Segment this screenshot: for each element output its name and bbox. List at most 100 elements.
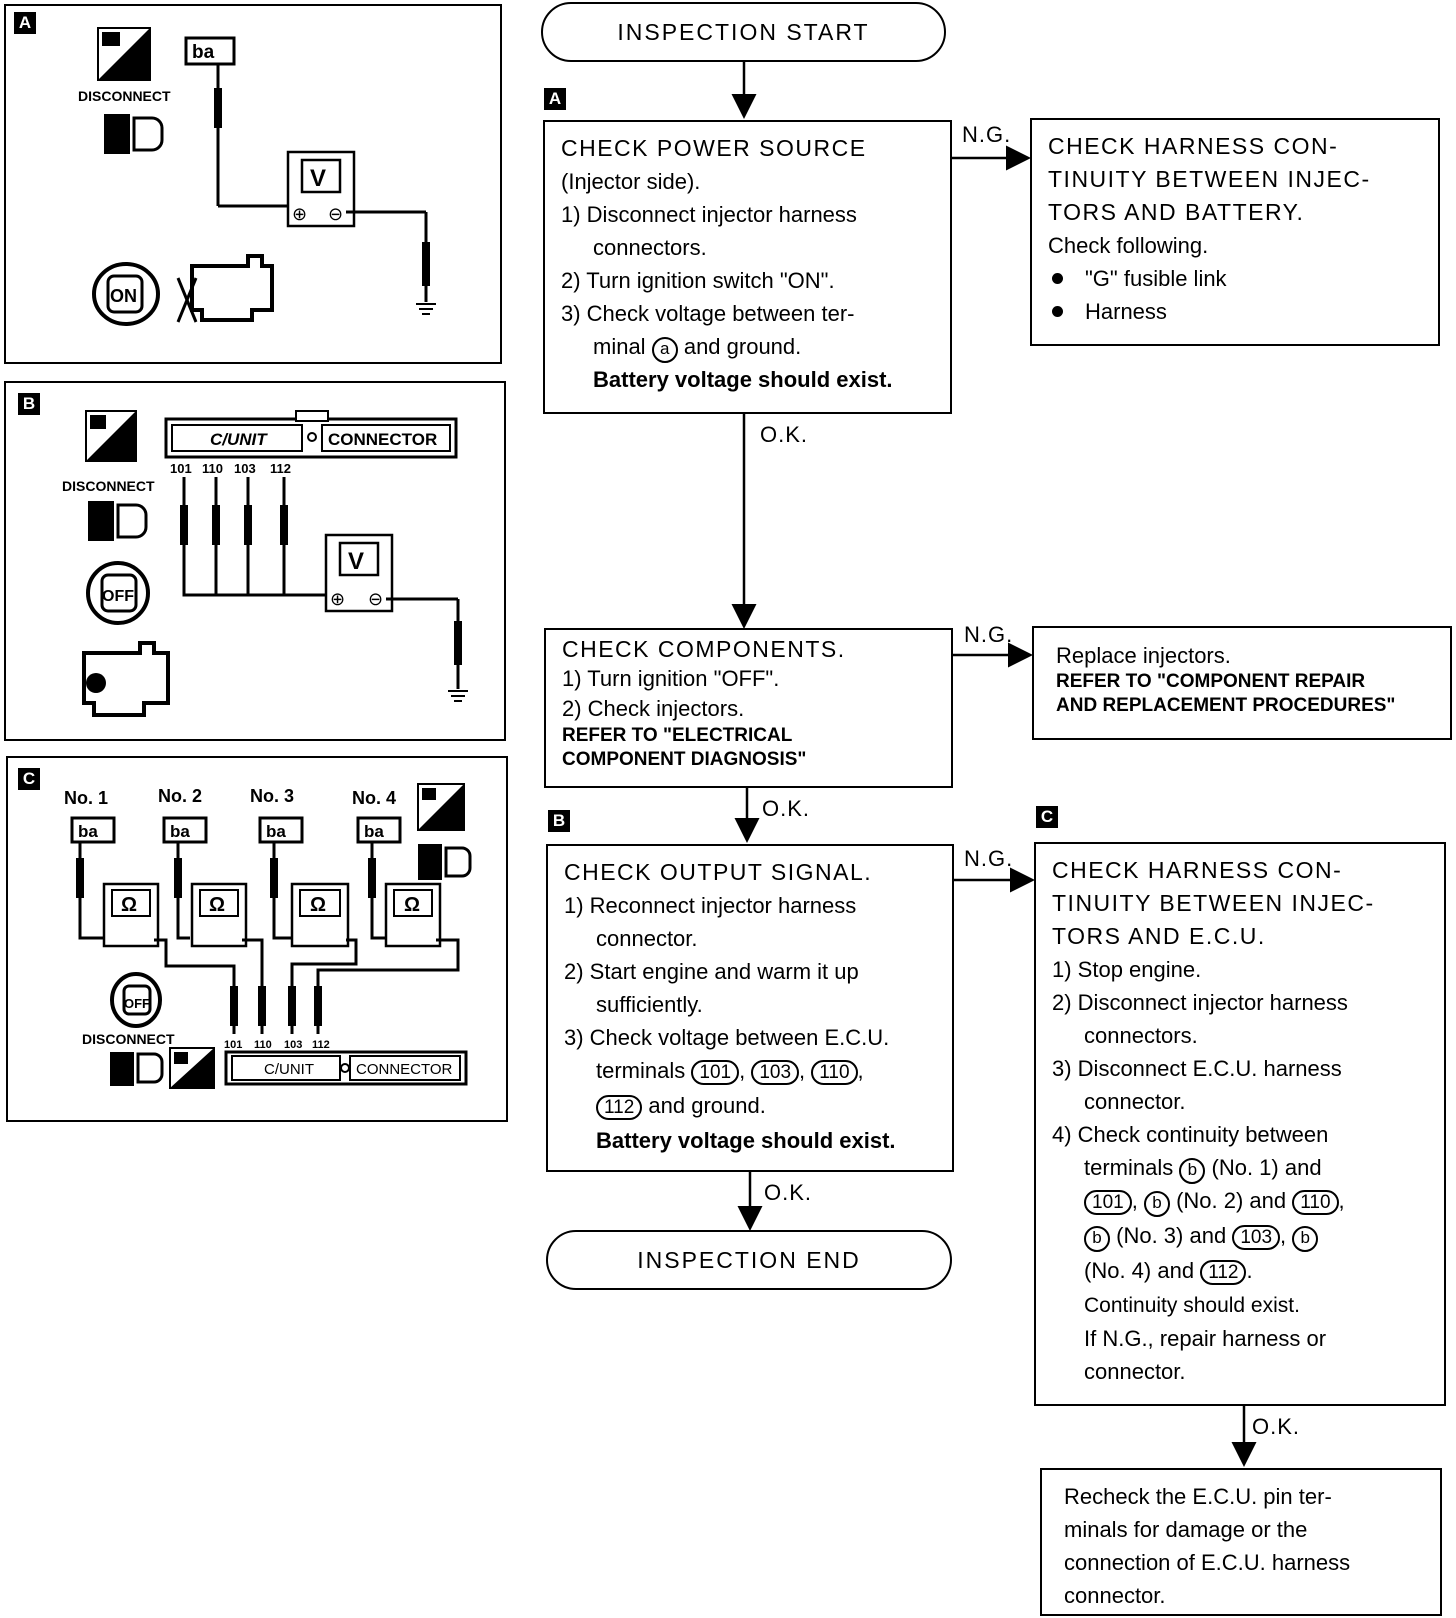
svg-text:CONNECTOR: CONNECTOR [356, 1061, 453, 1078]
svg-text:OFF: OFF [124, 996, 150, 1011]
check-components-box: CHECK COMPONENTS. 1) Turn ignition "OFF"… [544, 628, 953, 788]
svg-text:No. 1: No. 1 [64, 788, 108, 808]
svg-text:No. 2: No. 2 [158, 786, 202, 806]
panel-b-tag: B [18, 393, 40, 415]
svg-text:ba: ba [364, 822, 384, 841]
connector-icon [104, 114, 164, 154]
step-c-tag: C [1036, 806, 1058, 828]
connector-icon [88, 501, 148, 541]
panel-c-illustration: No. 1 No. 2 No. 3 No. 4 ba ba ba ba Ω Ω … [64, 783, 472, 1089]
svg-text:ba: ba [78, 822, 98, 841]
replace-injectors-box: Replace injectors. REFER TO "COMPONENT R… [1032, 626, 1452, 740]
panel-a-tag: A [14, 12, 36, 34]
svg-text:ba: ba [170, 822, 190, 841]
engine-icon [82, 641, 170, 717]
engine-icon [176, 254, 274, 323]
panel-a-illustration: DISCONNECT ba V ⊕ ⊖ ON [78, 27, 436, 326]
check-output-signal-box: CHECK OUTPUT SIGNAL. 1) Reconnect inject… [546, 844, 954, 1172]
diagram-panel-b: B DISCONNECT OFF C/UNIT CON [4, 381, 506, 741]
ignition-switch-icon [97, 27, 151, 81]
injector-connector-icon: ba [258, 816, 304, 844]
ok-label: O.K. [762, 796, 811, 821]
bullet-icon [1052, 273, 1063, 284]
terminal-b-marker: b [1143, 1191, 1170, 1217]
svg-text:ON: ON [110, 286, 137, 306]
terminal-b-marker: b [1292, 1226, 1319, 1252]
svg-text:C/UNIT: C/UNIT [210, 430, 268, 449]
svg-text:Ω: Ω [310, 894, 326, 916]
disconnect-label: DISCONNECT [62, 478, 155, 494]
svg-text:⊕: ⊕ [330, 589, 345, 609]
disconnect-label: DISCONNECT [78, 88, 171, 104]
key-off-icon: OFF [86, 561, 150, 625]
svg-text:C/UNIT: C/UNIT [264, 1061, 314, 1078]
key-off-icon: OFF [110, 972, 162, 1028]
svg-text:ba: ba [266, 822, 286, 841]
ground-icon [448, 690, 468, 702]
disconnect-label: DISCONNECT [82, 1031, 175, 1047]
terminal-a-marker: a [651, 337, 678, 363]
svg-text:V: V [310, 165, 326, 192]
diagram-panel-a: A DISCONNECT ba V ⊕ ⊖ [4, 4, 502, 364]
ok-label: O.K. [764, 1180, 813, 1205]
ignition-switch-icon [85, 410, 137, 462]
control-unit-connector: C/UNIT CONNECTOR [164, 410, 458, 459]
pin-labels: 101 110 103 112 [224, 1039, 330, 1051]
voltmeter-icon: V ⊕ ⊖ [324, 533, 394, 613]
ignition-switch-icon [417, 783, 465, 831]
ground-icon [416, 303, 436, 315]
recheck-ecu-box: Recheck the E.C.U. pin ter- minals for d… [1040, 1468, 1442, 1616]
injector-connector-icon: ba [162, 816, 208, 844]
inspection-start: INSPECTION START [541, 2, 946, 62]
svg-text:OFF: OFF [102, 588, 134, 605]
ok-label: O.K. [760, 422, 809, 447]
svg-text:112: 112 [270, 461, 291, 476]
check-power-source-box: CHECK POWER SOURCE (Injector side). 1) D… [543, 120, 952, 414]
terminal-101-marker: 101 [1084, 1190, 1132, 1215]
injector-connector-icon: ba [70, 816, 116, 844]
terminal-103-marker: 103 [1232, 1225, 1281, 1250]
ok-label: O.K. [1252, 1414, 1301, 1439]
panel-b-illustration: DISCONNECT OFF C/UNIT CONNECTOR 101 110 [62, 410, 468, 717]
svg-text:No. 3: No. 3 [250, 786, 294, 806]
inspection-end: INSPECTION END [546, 1230, 952, 1290]
svg-text:110: 110 [254, 1039, 272, 1051]
ng-label: N.G. [962, 122, 1012, 147]
terminal-112-marker: 112 [596, 1095, 643, 1120]
ohmmeter-icon: Ω [190, 882, 248, 948]
terminal-110-marker: 110 [1292, 1190, 1339, 1215]
ohmmeter-icon: Ω [290, 882, 350, 948]
svg-text:103: 103 [284, 1039, 302, 1051]
diagram-panel-c: C No. 1 No. 2 No. 3 No. 4 ba ba ba ba Ω … [6, 756, 508, 1122]
ohmmeter-icon: Ω [102, 882, 160, 948]
connector-icon [110, 1052, 164, 1086]
svg-text:No. 4: No. 4 [352, 788, 396, 808]
svg-text:101: 101 [224, 1039, 242, 1051]
svg-text:112: 112 [312, 1039, 330, 1051]
terminal-b-marker: b [1084, 1226, 1110, 1252]
svg-text:101: 101 [170, 461, 192, 476]
svg-text:CONNECTOR: CONNECTOR [328, 430, 437, 449]
step-a-tag: A [544, 88, 566, 110]
svg-text:110: 110 [202, 461, 223, 476]
svg-text:V: V [348, 548, 364, 575]
key-on-icon: ON [92, 262, 160, 326]
ohmmeter-icon: Ω [384, 882, 442, 948]
pin-labels: 101 110 103 112 [170, 461, 291, 476]
svg-text:Ω: Ω [404, 894, 420, 916]
terminal-110-marker: 110 [811, 1060, 858, 1085]
svg-text:Ω: Ω [209, 894, 225, 916]
terminal-103-marker: 103 [751, 1060, 800, 1085]
ng-label: N.G. [964, 622, 1014, 647]
harness-ecu-box: CHECK HARNESS CON- TINUITY BETWEEN INJEC… [1034, 842, 1446, 1406]
injector-connector-icon: ba [184, 36, 236, 66]
svg-text:103: 103 [234, 461, 256, 476]
terminal-112-marker: 112 [1200, 1260, 1247, 1285]
terminal-b-marker: b [1179, 1158, 1206, 1184]
injector-connector-icon: ba [356, 816, 402, 844]
bullet-icon [1052, 306, 1063, 317]
svg-text:⊕: ⊕ [292, 204, 307, 224]
terminal-101-marker: 101 [691, 1060, 740, 1085]
panel-c-tag: C [18, 768, 40, 790]
harness-battery-box: CHECK HARNESS CON- TINUITY BETWEEN INJEC… [1030, 118, 1440, 346]
